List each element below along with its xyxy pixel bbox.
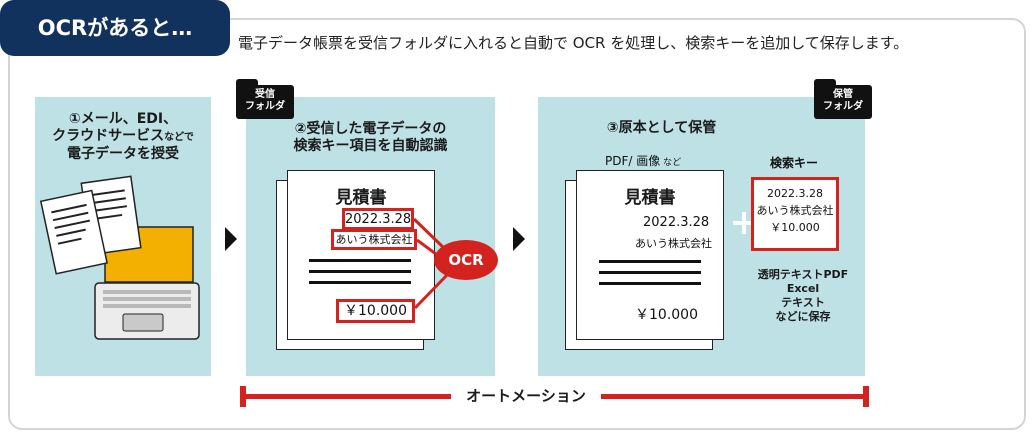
doc-date: 2022.3.28 bbox=[643, 215, 710, 230]
automation-label: オートメーション bbox=[451, 386, 601, 407]
date-ocr-box: 2022.3.28 bbox=[342, 208, 414, 230]
doc-amount: ￥10.000 bbox=[635, 307, 698, 323]
arrow-right-icon bbox=[225, 227, 237, 251]
text-line bbox=[599, 271, 701, 274]
step1-title: ①メール、EDI、 クラウドサービスなどで 電子データを授受 bbox=[52, 111, 194, 162]
step1-panel: ①メール、EDI、 クラウドサービスなどで 電子データを授受 bbox=[35, 97, 211, 376]
ocr-badge: OCR bbox=[434, 240, 498, 280]
automation-bar-end bbox=[863, 386, 869, 407]
arrow-right-icon bbox=[513, 227, 525, 251]
step3-title: ③原本として保管 bbox=[606, 120, 717, 136]
save-formats: 透明テキストPDF Excel テキスト などに保存 bbox=[757, 268, 849, 323]
step2-title: ②受信した電子データの 検索キー項目を自動認識 bbox=[293, 121, 448, 154]
description: 電子データ帳票を受信フォルダに入れると自動で OCR を処理し、検索キーを追加し… bbox=[238, 34, 909, 52]
text-line bbox=[309, 259, 411, 262]
amount-ocr-box: ￥10.000 bbox=[336, 299, 415, 323]
doc-title: 見積書 bbox=[335, 188, 387, 208]
stored-document: 見積書 2022.3.28 あいう株式会社 ￥10.000 bbox=[576, 170, 724, 340]
storage-folder-icon: 保管フォルダ bbox=[814, 79, 872, 119]
ocr-tag: OCRがあると… bbox=[0, 0, 230, 56]
text-line bbox=[309, 281, 411, 284]
text-line bbox=[309, 270, 411, 273]
automation-bar-left bbox=[240, 394, 451, 399]
doc-company: あいう株式会社 bbox=[635, 237, 712, 250]
search-key-box: 2022.3.28 あいう株式会社 ￥10.000 bbox=[751, 177, 839, 251]
company-ocr-box: あいう株式会社 bbox=[331, 229, 417, 250]
pdf-image-label: PDF/ 画像 など bbox=[605, 154, 682, 168]
laptop-documents-icon bbox=[39, 175, 200, 340]
automation-bar-right bbox=[601, 394, 869, 399]
doc-title: 見積書 bbox=[624, 188, 676, 208]
inbox-folder-icon: 受信フォルダ bbox=[236, 79, 294, 119]
plus-icon bbox=[733, 212, 755, 234]
text-line bbox=[599, 260, 701, 263]
search-key-label: 検索キー bbox=[770, 156, 819, 170]
text-line bbox=[599, 282, 701, 285]
